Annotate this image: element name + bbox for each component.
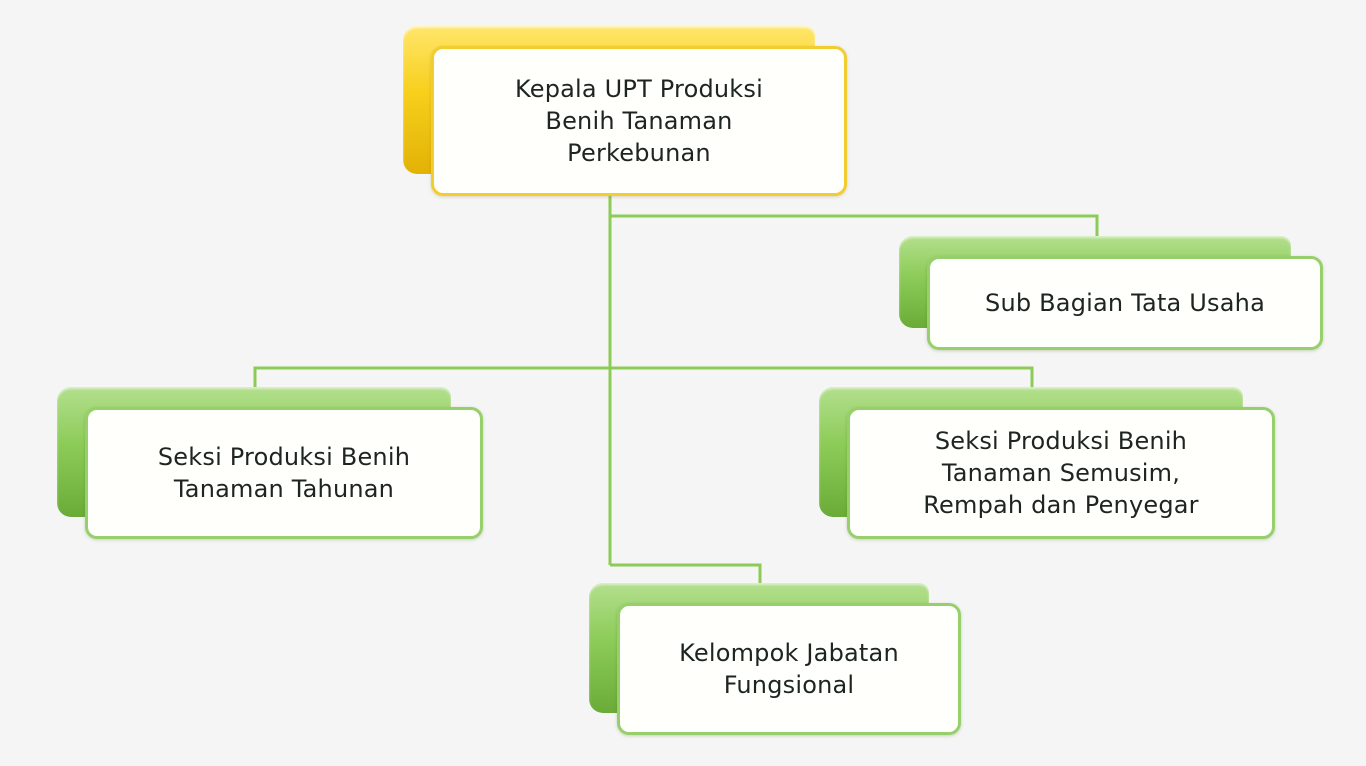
node-head: Kepala UPT Produksi Benih Tanaman Perkeb… [403,26,849,196]
connector-to-admin [610,214,1099,239]
node-admin: Sub Bagian Tata Usaha [899,236,1325,352]
node-head-card: Kepala UPT Produksi Benih Tanaman Perkeb… [431,46,847,196]
node-annual-card: Seksi Produksi Benih Tanaman Tahunan [85,407,483,539]
connector-to-annual [253,366,1034,390]
node-seasonal-label: Seksi Produksi Benih Tanaman Semusim, Re… [923,427,1199,519]
node-head-label: Kepala UPT Produksi Benih Tanaman Perkeb… [515,75,763,167]
node-seasonal-card: Seksi Produksi Benih Tanaman Semusim, Re… [847,407,1275,539]
node-annual: Seksi Produksi Benih Tanaman Tahunan [57,387,485,541]
node-admin-label: Sub Bagian Tata Usaha [985,289,1265,317]
node-seasonal: Seksi Produksi Benih Tanaman Semusim, Re… [819,387,1277,541]
node-functional-card: Kelompok Jabatan Fungsional [617,603,961,735]
node-admin-card: Sub Bagian Tata Usaha [927,256,1323,350]
node-functional-label: Kelompok Jabatan Fungsional [679,639,899,699]
node-annual-label: Seksi Produksi Benih Tanaman Tahunan [157,443,411,503]
node-functional: Kelompok Jabatan Fungsional [589,583,963,737]
connector-to-functional [610,563,762,586]
